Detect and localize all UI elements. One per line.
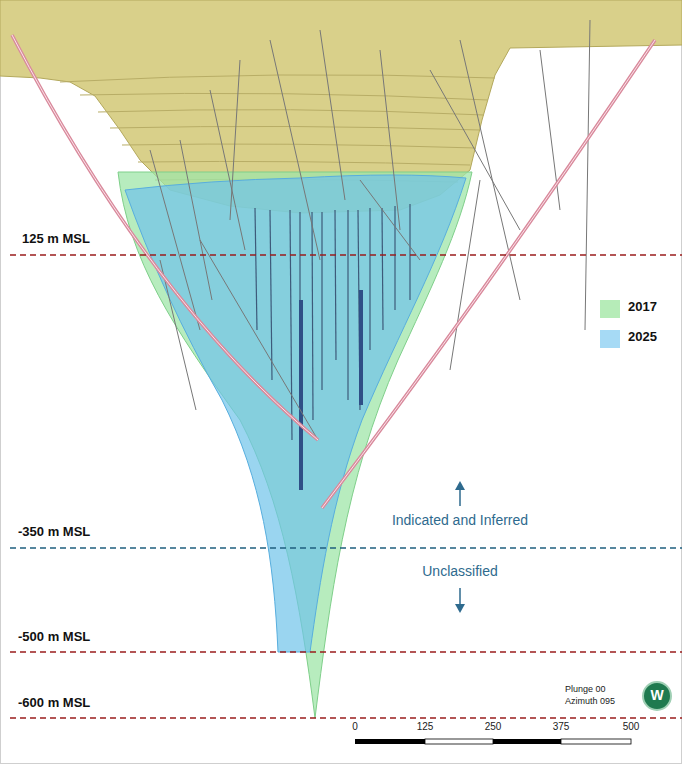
shell-2025 bbox=[125, 175, 466, 652]
legend-swatch bbox=[600, 300, 620, 318]
inclined-holes bbox=[12, 35, 655, 508]
elevation-label: -500 m MSL bbox=[18, 630, 90, 645]
class-arrows bbox=[455, 481, 465, 613]
drill-holes bbox=[255, 204, 410, 470]
pit-benches bbox=[60, 75, 495, 182]
elevation-label: 125 m MSL bbox=[22, 232, 90, 247]
scale-bar bbox=[355, 739, 631, 744]
elevation-label: -600 m MSL bbox=[18, 696, 90, 711]
compass-logo bbox=[643, 682, 671, 710]
class-label: Indicated and Inferred bbox=[392, 512, 528, 528]
class-label: Unclassified bbox=[422, 563, 497, 579]
drill-holes-thick bbox=[301, 290, 361, 490]
scale-label: 500 bbox=[623, 721, 640, 733]
elevation-label: -350 m MSL bbox=[18, 525, 90, 540]
view-label: Azimuth 095 bbox=[565, 696, 615, 706]
legend-label: 2017 bbox=[628, 300, 657, 315]
scale-label: 125 bbox=[417, 721, 434, 733]
legend-swatch bbox=[600, 330, 620, 348]
shell-2017 bbox=[118, 172, 472, 718]
scale-label: 375 bbox=[553, 721, 570, 733]
legend-label: 2025 bbox=[628, 330, 657, 345]
scale-label: 250 bbox=[485, 721, 502, 733]
view-label: Plunge 00 bbox=[565, 684, 606, 694]
scale-label: 0 bbox=[352, 721, 358, 733]
elevation-lines bbox=[10, 255, 682, 718]
view-label: W bbox=[650, 687, 663, 703]
